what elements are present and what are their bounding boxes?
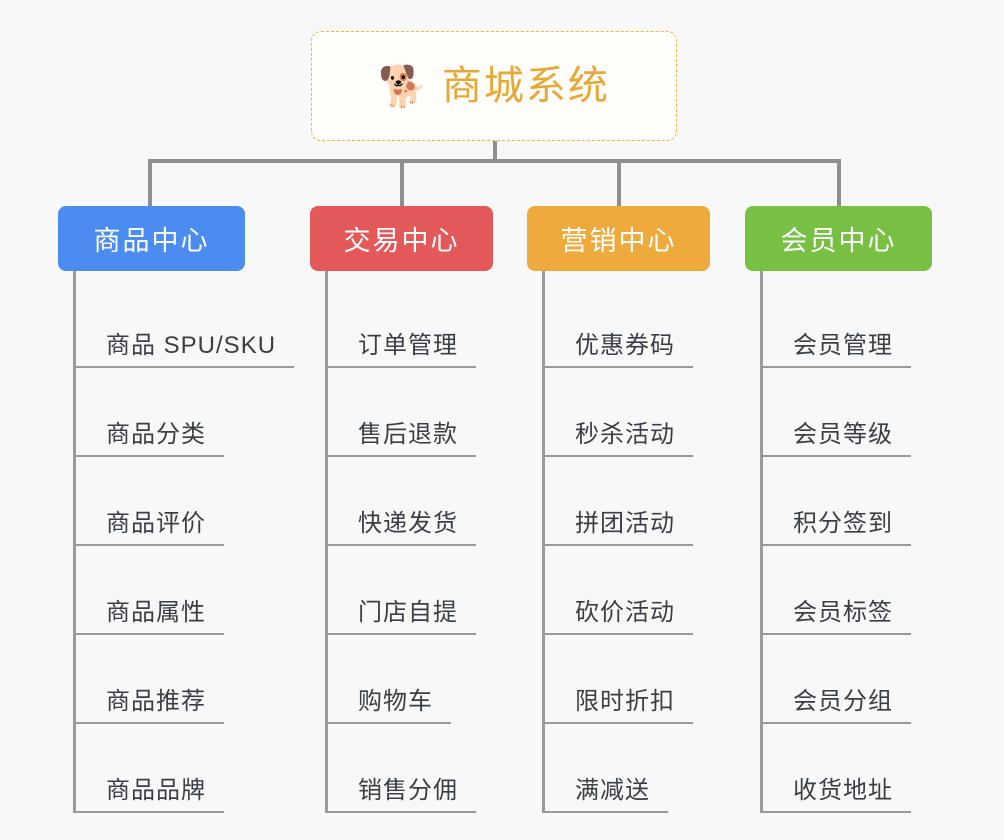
branch-header-product-center[interactable]: 商品中心 <box>58 206 245 271</box>
branch-member-center: 会员中心会员管理会员等级积分签到会员标签会员分组收货地址 <box>745 206 932 813</box>
leaf-item[interactable]: 商品 SPU/SKU <box>76 279 295 368</box>
branch-trunk-member-center: 会员管理会员等级积分签到会员标签会员分组收货地址 <box>760 271 932 813</box>
leaf-item[interactable]: 快递发货 <box>328 457 493 546</box>
leaf-item[interactable]: 收货地址 <box>763 724 932 813</box>
leaf-item-label: 会员管理 <box>763 332 911 368</box>
connector-horizontal-bus <box>149 159 841 163</box>
leaf-item-label: 订单管理 <box>328 332 476 368</box>
leaf-item[interactable]: 商品品牌 <box>76 724 245 813</box>
branch-trade-center: 交易中心订单管理售后退款快递发货门店自提购物车销售分佣 <box>310 206 493 813</box>
leaf-item[interactable]: 售后退款 <box>328 368 493 457</box>
leaf-item[interactable]: 销售分佣 <box>328 724 493 813</box>
leaf-item-label: 满减送 <box>545 777 668 813</box>
leaf-item-label: 优惠券码 <box>545 332 693 368</box>
leaf-item-label: 限时折扣 <box>545 688 693 724</box>
connector-root-stem <box>493 141 497 163</box>
branch-header-member-center[interactable]: 会员中心 <box>745 206 932 271</box>
leaf-item[interactable]: 会员等级 <box>763 368 932 457</box>
leaf-item-label: 商品属性 <box>76 599 224 635</box>
leaf-item[interactable]: 会员分组 <box>763 635 932 724</box>
leaf-item-label: 拼团活动 <box>545 510 693 546</box>
leaf-item[interactable]: 商品属性 <box>76 546 245 635</box>
leaf-item-label: 门店自提 <box>328 599 476 635</box>
branch-marketing-center: 营销中心优惠券码秒杀活动拼团活动砍价活动限时折扣满减送 <box>527 206 710 813</box>
root-node-title: 商城系统 <box>441 64 610 108</box>
leaf-item-label: 商品品牌 <box>76 777 224 813</box>
branch-trunk-trade-center: 订单管理售后退款快递发货门店自提购物车销售分佣 <box>325 271 493 813</box>
leaf-item-label: 会员标签 <box>763 599 911 635</box>
leaf-item[interactable]: 会员管理 <box>763 279 932 368</box>
leaf-item-label: 销售分佣 <box>328 777 476 813</box>
leaf-item-label: 快递发货 <box>328 510 476 546</box>
leaf-item-label: 商品评价 <box>76 510 224 546</box>
leaf-item[interactable]: 优惠券码 <box>545 279 710 368</box>
branch-header-trade-center[interactable]: 交易中心 <box>310 206 493 271</box>
leaf-item[interactable]: 商品推荐 <box>76 635 245 724</box>
leaf-item[interactable]: 拼团活动 <box>545 457 710 546</box>
leaf-item[interactable]: 商品评价 <box>76 457 245 546</box>
branch-header-marketing-center[interactable]: 营销中心 <box>527 206 710 271</box>
leaf-item[interactable]: 积分签到 <box>763 457 932 546</box>
leaf-item[interactable]: 门店自提 <box>328 546 493 635</box>
leaf-item[interactable]: 订单管理 <box>328 279 493 368</box>
shiba-dog-icon: 🐕 <box>378 65 428 109</box>
leaf-item[interactable]: 限时折扣 <box>545 635 710 724</box>
leaf-item-label: 商品 SPU/SKU <box>76 332 295 368</box>
connector-drop-marketing-center <box>617 159 621 208</box>
leaf-item-label: 购物车 <box>328 688 451 724</box>
leaf-item-label: 会员等级 <box>763 421 911 457</box>
leaf-item-label: 砍价活动 <box>545 599 693 635</box>
leaf-item-label: 商品分类 <box>76 421 224 457</box>
branch-trunk-marketing-center: 优惠券码秒杀活动拼团活动砍价活动限时折扣满减送 <box>542 271 710 813</box>
leaf-item-label: 售后退款 <box>328 421 476 457</box>
connector-drop-product-center <box>148 159 152 208</box>
branch-product-center: 商品中心商品 SPU/SKU 商品分类商品评价商品属性商品推荐商品品牌 <box>58 206 295 813</box>
leaf-item[interactable]: 会员标签 <box>763 546 932 635</box>
root-node-shop-system[interactable]: 🐕 商城系统 <box>311 31 677 141</box>
leaf-item-label: 收货地址 <box>763 777 911 813</box>
leaf-item[interactable]: 砍价活动 <box>545 546 710 635</box>
leaf-item[interactable]: 商品分类 <box>76 368 245 457</box>
leaf-item-label: 会员分组 <box>763 688 911 724</box>
branch-trunk-product-center: 商品 SPU/SKU 商品分类商品评价商品属性商品推荐商品品牌 <box>73 271 295 813</box>
leaf-item-label: 秒杀活动 <box>545 421 693 457</box>
connector-drop-trade-center <box>400 159 404 208</box>
leaf-item-label: 商品推荐 <box>76 688 224 724</box>
leaf-item[interactable]: 购物车 <box>328 635 493 724</box>
connector-drop-member-center <box>837 159 841 208</box>
leaf-item[interactable]: 秒杀活动 <box>545 368 710 457</box>
leaf-item-label: 积分签到 <box>763 510 911 546</box>
leaf-item[interactable]: 满减送 <box>545 724 710 813</box>
